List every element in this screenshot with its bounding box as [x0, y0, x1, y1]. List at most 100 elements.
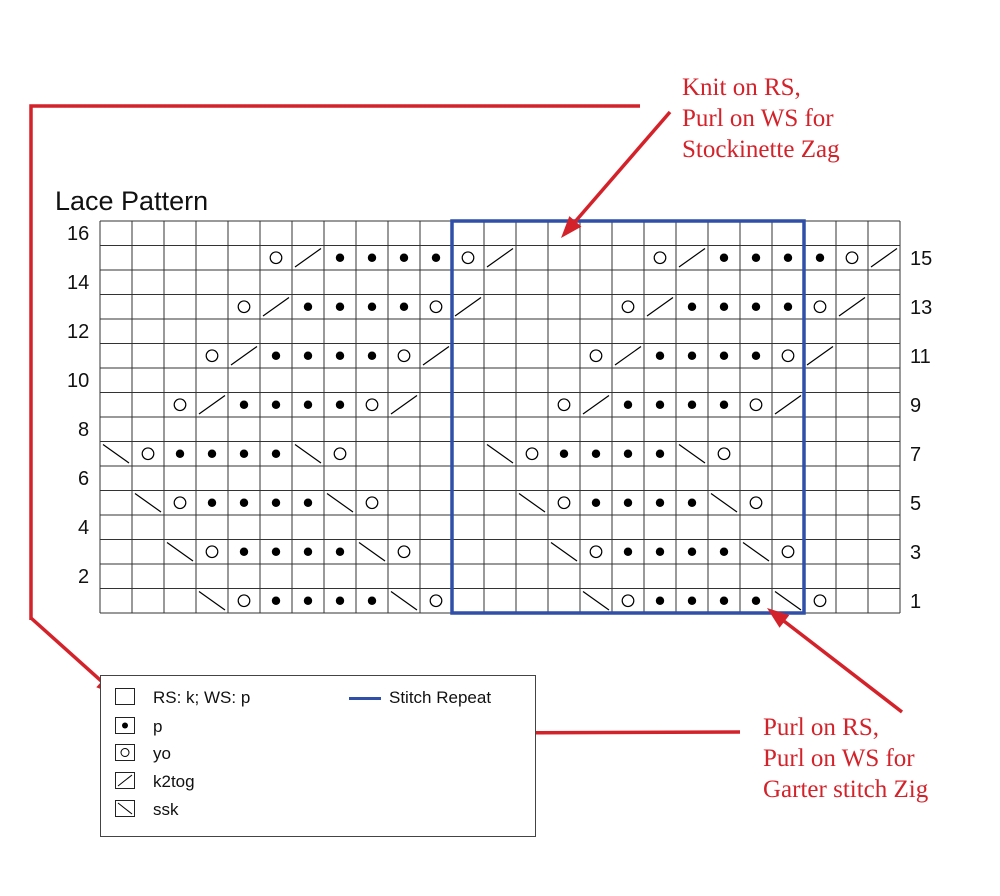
purl-dot-icon [271, 351, 281, 360]
yarn-over-icon [173, 398, 187, 412]
ssk-icon [582, 591, 610, 611]
purl-dot-icon [719, 547, 729, 556]
annotation-arrow-line [29, 616, 105, 684]
annotation-arrowhead [767, 608, 790, 628]
ssk-icon [134, 493, 162, 513]
purl-dot-icon [207, 449, 217, 458]
ssk-icon [742, 542, 770, 562]
yarn-over-icon [397, 545, 411, 559]
k2tog-icon [454, 297, 482, 317]
purl-dot-icon [335, 400, 345, 409]
purl-dot-icon [623, 449, 633, 458]
purl-dot-icon [687, 351, 697, 360]
yarn-over-icon [781, 545, 795, 559]
chart-legend: RS: k; WS: p p yo k2tog ssk Stitch Repea… [100, 675, 536, 837]
ssk-icon [166, 542, 194, 562]
purl-dot-icon [783, 253, 793, 262]
knit-zag-annotation: Knit on RS, Purl on WS for Stockinette Z… [682, 72, 840, 165]
ssk-icon [710, 493, 738, 513]
purl-dot-icon [559, 449, 569, 458]
k2tog-icon [806, 346, 834, 366]
purl-dot-icon [655, 498, 665, 507]
yarn-over-icon [269, 251, 283, 265]
purl-dot-icon [751, 302, 761, 311]
k2tog-icon [262, 297, 290, 317]
chart-title: Lace Pattern [55, 186, 209, 216]
purl-dot-icon [399, 253, 409, 262]
purl-dot-icon [303, 351, 313, 360]
purl-dot-icon [303, 547, 313, 556]
annotation-line: Garter stitch Zig [763, 776, 929, 803]
row-number-14: 14 [67, 272, 90, 294]
ssk-icon [326, 493, 354, 513]
yarn-over-icon [429, 594, 443, 608]
purl-dot-icon [303, 596, 313, 605]
yarn-over-icon [397, 349, 411, 363]
purl-dot-icon [367, 596, 377, 605]
ssk-icon [486, 444, 514, 464]
purl-dot-icon [591, 498, 601, 507]
purl-dot-icon [687, 498, 697, 507]
purl-dot-icon [303, 302, 313, 311]
purl-dot-icon [271, 596, 281, 605]
yarn-over-icon [781, 349, 795, 363]
row-number-4: 4 [78, 517, 90, 539]
purl-dot-icon [719, 253, 729, 262]
row-number-1: 1 [910, 591, 922, 613]
legend-label-yo: yo [153, 744, 171, 763]
stitch-repeat-box [450, 219, 806, 615]
yarn-over-icon [205, 349, 219, 363]
annotation-arrowhead [561, 216, 582, 238]
row-number-12: 12 [67, 321, 90, 343]
legend-label-k2tog: k2tog [153, 772, 195, 791]
yarn-over-icon [557, 398, 571, 412]
annotation-line: Purl on WS for [682, 105, 834, 132]
k2tog-icon [486, 248, 514, 268]
row-number-11: 11 [910, 346, 931, 368]
ssk-icon [115, 800, 135, 817]
purl-dot-icon [271, 498, 281, 507]
purl-dot-icon [719, 302, 729, 311]
k2tog-icon [774, 395, 802, 415]
purl-dot-icon [719, 400, 729, 409]
yarn-over-icon [653, 251, 667, 265]
purl-dot-icon [655, 547, 665, 556]
k2tog-icon [390, 395, 418, 415]
legend-label-knit: RS: k; WS: p [153, 688, 251, 707]
purl-dot-icon [655, 351, 665, 360]
purl-dot-icon [399, 302, 409, 311]
annotation-line: Purl on WS for [763, 745, 915, 772]
yarn-over-icon [845, 251, 859, 265]
ssk-icon [358, 542, 386, 562]
yarn-over-icon [557, 496, 571, 510]
purl-dot-icon [271, 547, 281, 556]
k2tog-icon [198, 395, 226, 415]
row-number-2: 2 [78, 566, 90, 588]
k2tog-icon [870, 248, 898, 268]
yarn-over-icon [333, 447, 347, 461]
chart-symbols [102, 248, 898, 611]
purl-dot-icon [687, 547, 697, 556]
purl-dot-icon [431, 253, 441, 262]
k2tog-icon [614, 346, 642, 366]
ssk-icon [518, 493, 546, 513]
annotation-bracket-line [29, 104, 640, 620]
yarn-over-icon [813, 300, 827, 314]
row-number-13: 13 [910, 297, 933, 319]
row-number-10: 10 [67, 370, 90, 392]
ssk-icon [774, 591, 802, 611]
yarn-over-icon [205, 545, 219, 559]
purl-dot-icon [271, 449, 281, 458]
purl-dot-icon [335, 302, 345, 311]
purl-dot-icon [207, 498, 217, 507]
purl-dot-icon [623, 547, 633, 556]
yarn-over-icon [749, 398, 763, 412]
yarn-over-icon [621, 300, 635, 314]
ssk-icon [390, 591, 418, 611]
purl-dot-icon [751, 351, 761, 360]
purl-dot-icon [623, 400, 633, 409]
annotation-line: Purl on RS, [763, 714, 880, 741]
annotation-line: Knit on RS, [682, 74, 801, 101]
purl-zig-annotation: Purl on RS, Purl on WS for Garter stitch… [763, 712, 928, 805]
annotation-arrow-line [572, 110, 672, 225]
